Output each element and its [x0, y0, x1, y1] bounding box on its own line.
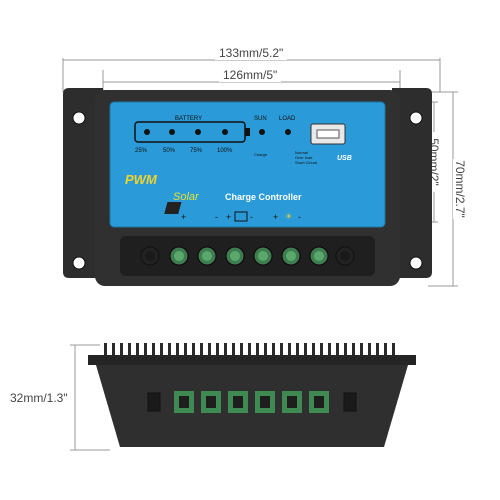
usb-label: USB: [337, 155, 352, 162]
mount-ear-right: [392, 88, 432, 278]
total-height-label: 70mm/2.7": [453, 159, 467, 219]
charge-label: Charge: [254, 152, 268, 157]
total-width-label: 133mm/5.2": [215, 46, 288, 60]
depth-label: 32mm/1.3": [8, 391, 70, 405]
svg-text:+: +: [181, 212, 186, 222]
controller-side-view: [88, 343, 416, 447]
svg-text:+: +: [226, 212, 231, 222]
svg-text:-: -: [215, 212, 218, 222]
controller-label: Charge Controller: [225, 192, 302, 202]
level-25: 25%: [135, 148, 148, 154]
level-50: 50%: [163, 148, 176, 154]
inner-width-label: 126mm/5": [219, 68, 282, 82]
status-normal: Normal: [295, 150, 308, 155]
svg-text:-: -: [298, 212, 301, 222]
level-100: 100%: [217, 148, 233, 154]
controller-top-view: BATTERY 25% 50% 75% 100% SUN LOAD Charge…: [63, 88, 432, 286]
sun-label: SUN: [254, 116, 267, 122]
pwm-label: PWM: [125, 172, 158, 187]
side-terminal-slots: [147, 391, 357, 413]
svg-text:☀: ☀: [285, 212, 292, 221]
svg-text:+: +: [273, 212, 278, 222]
blue-panel: [109, 101, 386, 228]
mount-ear-left: [63, 88, 103, 278]
status-overload: Over load: [295, 155, 312, 160]
status-short-circuit: Short Circuit: [295, 160, 318, 165]
terminal-screws: [140, 246, 355, 266]
battery-label: BATTERY: [175, 116, 202, 122]
solar-label: Solar: [173, 191, 200, 203]
level-75: 75%: [190, 148, 203, 154]
svg-text:-: -: [250, 212, 253, 222]
terminal-block: [120, 236, 375, 276]
side-body: [96, 365, 408, 447]
heatsink-fins: [104, 343, 395, 357]
load-label: LOAD: [279, 116, 296, 122]
